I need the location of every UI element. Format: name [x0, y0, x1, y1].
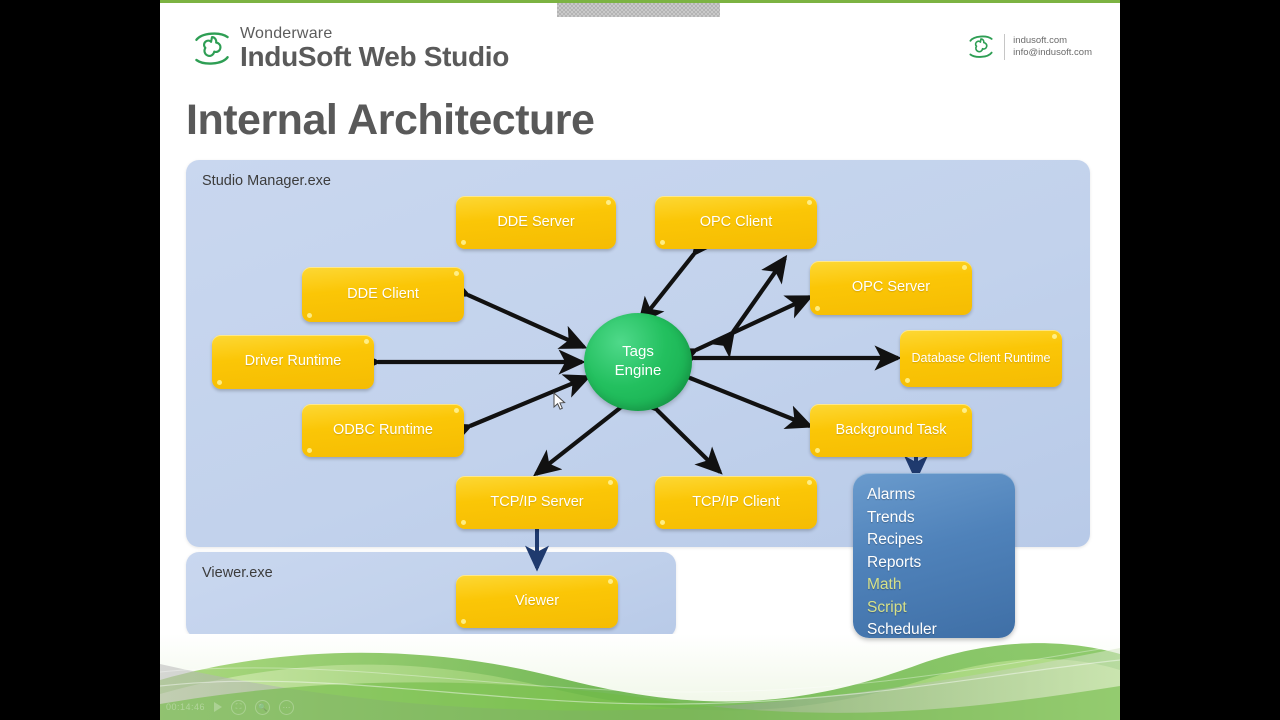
node-dde-client[interactable]: DDE Client [302, 267, 464, 322]
task-item-trends[interactable]: Trends [867, 508, 915, 526]
corner-contact-block: indusoft.com info@indusoft.com [966, 32, 1092, 62]
more-options-icon[interactable]: ⋯ [279, 699, 295, 715]
node-label: DDE Client [347, 285, 419, 302]
node-label: TCP/IP Server [490, 493, 584, 510]
node-label: ODBC Runtime [333, 421, 433, 438]
website-url: indusoft.com [1013, 34, 1068, 46]
node-viewer[interactable]: Viewer [456, 575, 618, 628]
divider [1004, 34, 1006, 60]
panel-label-viewer-exe: Viewer.exe [202, 565, 273, 581]
node-tcpip-server[interactable]: TCP/IP Server [456, 476, 618, 529]
contact-email: info@indusoft.com [1013, 47, 1092, 58]
task-list-panel[interactable]: Alarms Trends Recipes Reports Math Scrip… [853, 473, 1015, 638]
architecture-diagram: Studio Manager.exe Viewer.exe [160, 150, 1120, 650]
fullscreen-icon[interactable]: ⛶ [231, 699, 247, 715]
indusoft-swoosh-logo-small-icon [969, 35, 993, 58]
task-item-recipes[interactable]: Recipes [867, 531, 923, 548]
node-label: Driver Runtime [244, 353, 342, 370]
green-wave-graphic [160, 634, 1120, 720]
tags-engine-line1: Tags [622, 343, 654, 361]
tags-engine-line2: Engine [614, 362, 662, 379]
node-label: TCP/IP Client [692, 493, 780, 510]
node-opc-server[interactable]: OPC Server [810, 261, 972, 315]
elapsed-time: 00:14:46 [166, 702, 206, 712]
task-item-reports[interactable]: Reports [867, 553, 922, 571]
node-label: OPC Client [699, 213, 773, 230]
page-title: Internal Architecture [186, 96, 595, 144]
slide-footer-graphic: 00:14:46 ⛶ 🔍 ⋯ [160, 634, 1120, 720]
video-scrub-bar[interactable] [557, 3, 720, 17]
node-label: Database Client Runtime [911, 351, 1051, 366]
node-database-client-runtime[interactable]: Database Client Runtime [900, 330, 1062, 387]
node-label: OPC Server [851, 279, 931, 296]
mouse-cursor [553, 392, 566, 410]
search-icon[interactable]: 🔍 [255, 699, 271, 715]
brand-logo: Wonderware InduSoft Web Studio [190, 26, 509, 71]
task-item-math[interactable]: Math [867, 576, 902, 593]
task-item-scheduler[interactable]: Scheduler [867, 621, 937, 638]
brand-name-indusoft: InduSoft Web Studio [240, 41, 510, 72]
task-item-script[interactable]: Script [867, 598, 907, 616]
node-odbc-runtime[interactable]: ODBC Runtime [302, 404, 464, 457]
node-opc-client[interactable]: OPC Client [655, 196, 817, 249]
indusoft-swoosh-logo-icon [195, 31, 229, 65]
node-background-task[interactable]: Background Task [810, 404, 972, 457]
video-player-controls[interactable]: 00:14:46 ⛶ 🔍 ⋯ [160, 696, 420, 718]
node-tcpip-client[interactable]: TCP/IP Client [655, 476, 817, 529]
task-item-alarms[interactable]: Alarms [867, 486, 916, 503]
node-dde-server[interactable]: DDE Server [456, 196, 616, 249]
slide-top-accent-line [160, 0, 1120, 3]
node-label: Viewer [514, 592, 560, 609]
node-label: DDE Server [497, 213, 575, 230]
node-driver-runtime[interactable]: Driver Runtime [212, 335, 374, 389]
panel-label-studio-manager: Studio Manager.exe [202, 173, 331, 189]
node-label: Background Task [835, 421, 947, 438]
node-tags-engine[interactable]: Tags Engine [584, 313, 692, 411]
presentation-slide: Wonderware InduSoft Web Studio indusoft.… [160, 0, 1120, 720]
brand-name-wonderware: Wonderware [240, 25, 333, 42]
play-icon[interactable] [214, 702, 223, 712]
slide-header: Wonderware InduSoft Web Studio indusoft.… [160, 20, 1120, 90]
